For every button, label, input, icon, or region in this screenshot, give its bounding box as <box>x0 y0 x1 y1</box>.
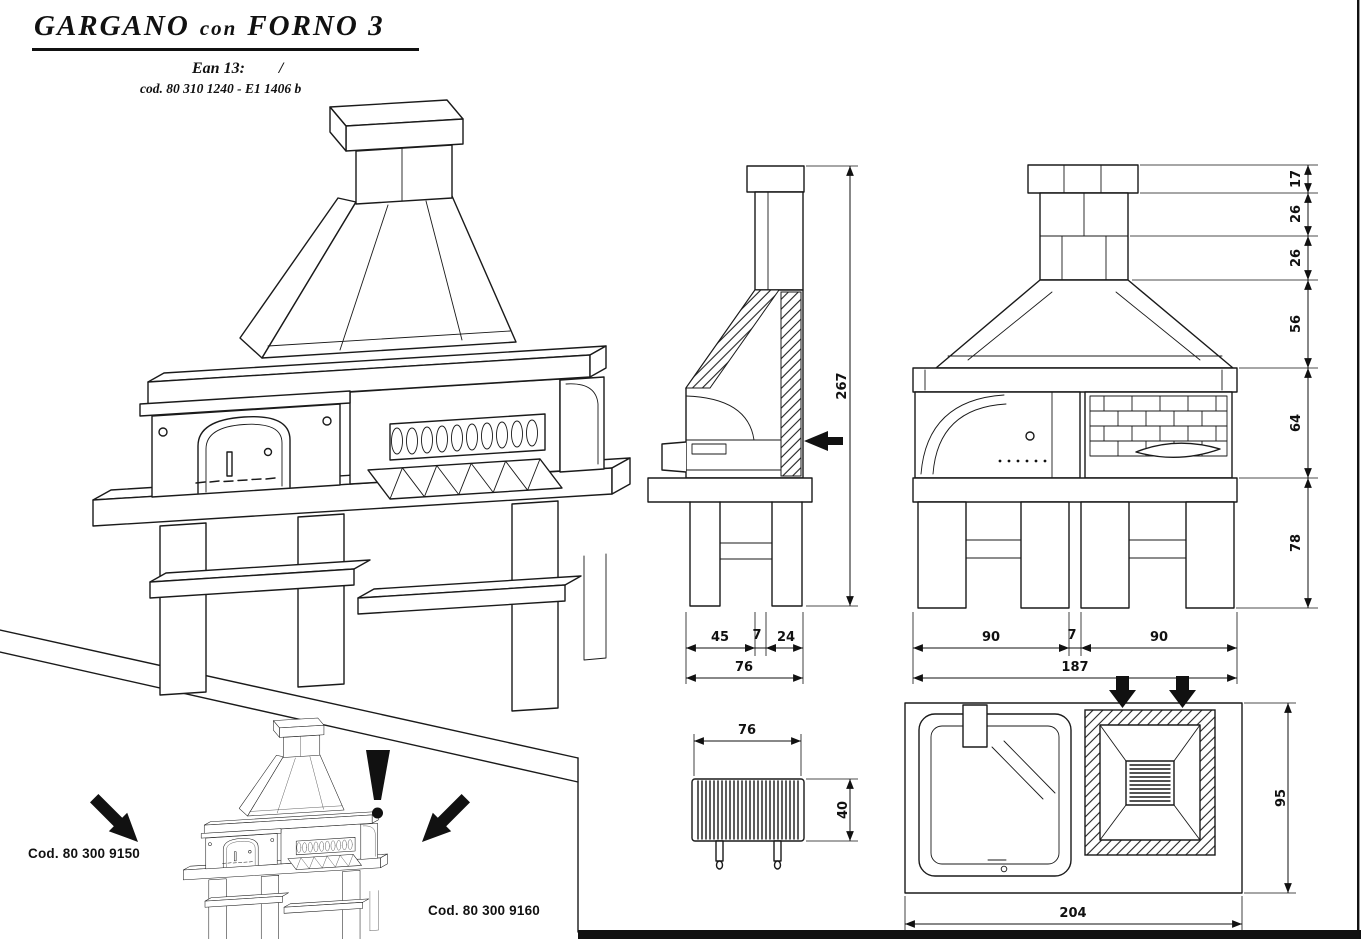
dim-top-width: 204 <box>904 896 1243 932</box>
dim-label-17: 17 <box>1289 170 1304 188</box>
title-model: FORNO 3 <box>247 10 385 42</box>
side-chimney-shaft <box>754 191 804 291</box>
dim-side-depth: 45 7 24 76 <box>685 612 804 684</box>
product-code-right: Cod. 80 300 9160 <box>428 903 541 918</box>
front-columns <box>917 501 1235 609</box>
side-base-slab <box>647 477 813 503</box>
hood <box>239 195 517 359</box>
dim-label-26b: 26 <box>1289 249 1304 267</box>
front-door-handle <box>1025 431 1035 441</box>
dim-label-45: 45 <box>711 630 729 645</box>
warning-arrow-right-icon <box>422 794 470 842</box>
top-view: 95 204 <box>904 676 1296 932</box>
lower-shelves <box>149 559 582 615</box>
dim-label-grate-40: 40 <box>836 801 851 819</box>
ean-line: Ean 13: / <box>192 60 283 78</box>
back-wall-section <box>780 291 802 477</box>
top-grill-right <box>1084 709 1216 856</box>
top-handle-mark <box>1000 865 1008 873</box>
dim-side-height: 267 <box>806 165 858 607</box>
dim-front-heights: 17 26 26 56 64 78 <box>1130 164 1318 609</box>
dim-label-24: 24 <box>777 630 795 645</box>
top-worktop-left <box>918 704 1072 877</box>
top-grate <box>1125 760 1175 806</box>
grate-lattice <box>389 458 541 500</box>
thermo-rod <box>226 451 233 477</box>
product-code-left: Cod. 80 300 9150 <box>28 846 141 861</box>
exclamation-icon <box>366 750 390 819</box>
warning-arrow-left-icon <box>90 794 138 842</box>
front-worktop <box>912 367 1238 393</box>
vent-left <box>158 427 168 437</box>
side-legs <box>689 501 803 607</box>
grate-legs <box>715 840 782 870</box>
dim-front-widths: 90 7 90 187 <box>912 612 1238 684</box>
front-view: 17 26 26 56 64 78 90 7 90 <box>912 164 1318 684</box>
right-side-panel <box>559 376 605 473</box>
side-chimney-cap <box>746 165 805 193</box>
front-vent-dots <box>998 459 1047 463</box>
ean-label: Ean 13: <box>192 60 245 77</box>
dim-label-204: 204 <box>1059 906 1086 921</box>
title-con: con <box>199 16 238 40</box>
warning-detail <box>90 717 470 939</box>
chimney <box>329 99 464 205</box>
arch-row <box>391 419 538 455</box>
dim-label-64: 64 <box>1289 414 1304 432</box>
worktop <box>139 345 607 417</box>
dim-label-grate-76: 76 <box>738 723 756 738</box>
grill-module <box>349 378 563 500</box>
hood-wall-section <box>685 289 780 389</box>
page-right-edge <box>1357 0 1360 939</box>
page-bottom-edge <box>578 930 1361 939</box>
perspective-view <box>92 99 631 712</box>
grill-position-arrows <box>1109 676 1196 708</box>
dim-grate-height: 40 <box>806 778 858 842</box>
side-interior <box>661 395 782 473</box>
grate-detail-view: 76 40 <box>691 723 858 870</box>
dim-grate-width: 76 <box>693 723 802 776</box>
front-grill-panel <box>1084 391 1233 479</box>
vent-right <box>322 416 332 426</box>
front-oven-panel <box>914 391 1081 479</box>
grate-bars <box>697 780 799 840</box>
ean-value: / <box>278 60 284 77</box>
front-base-slab <box>912 477 1238 503</box>
dim-label-95: 95 <box>1274 789 1289 807</box>
wall-corner-lines <box>0 629 579 933</box>
dim-label-90a: 90 <box>982 630 1000 645</box>
front-chimney-cap <box>1027 164 1139 194</box>
dim-label-267: 267 <box>835 372 850 399</box>
dim-top-depth: 95 <box>1244 702 1296 894</box>
top-chimney-mark <box>962 704 988 748</box>
dim-label-7: 7 <box>752 628 761 643</box>
oven-module <box>151 403 341 498</box>
drawing-title: GARGANO con FORNO 3 <box>32 10 419 51</box>
dim-label-187: 187 <box>1061 660 1088 675</box>
flue-arrow-icon <box>804 431 843 451</box>
dim-label-7c: 7 <box>1067 628 1076 643</box>
cod-line: cod. 80 310 1240 - E1 1406 b <box>140 81 302 96</box>
grate-body <box>691 778 805 842</box>
dim-label-56: 56 <box>1289 315 1304 333</box>
side-view: 267 45 7 24 76 <box>647 165 858 684</box>
dim-label-90b: 90 <box>1150 630 1168 645</box>
door-handle <box>263 447 273 457</box>
grate-edge <box>1135 442 1221 458</box>
title-main: GARGANO <box>34 10 190 42</box>
oven-door-arch <box>197 415 291 494</box>
vent-slots <box>195 477 276 484</box>
dim-label-26a: 26 <box>1289 205 1304 223</box>
front-hood <box>935 279 1234 369</box>
dim-label-76: 76 <box>735 660 753 675</box>
dim-label-78: 78 <box>1289 534 1304 552</box>
